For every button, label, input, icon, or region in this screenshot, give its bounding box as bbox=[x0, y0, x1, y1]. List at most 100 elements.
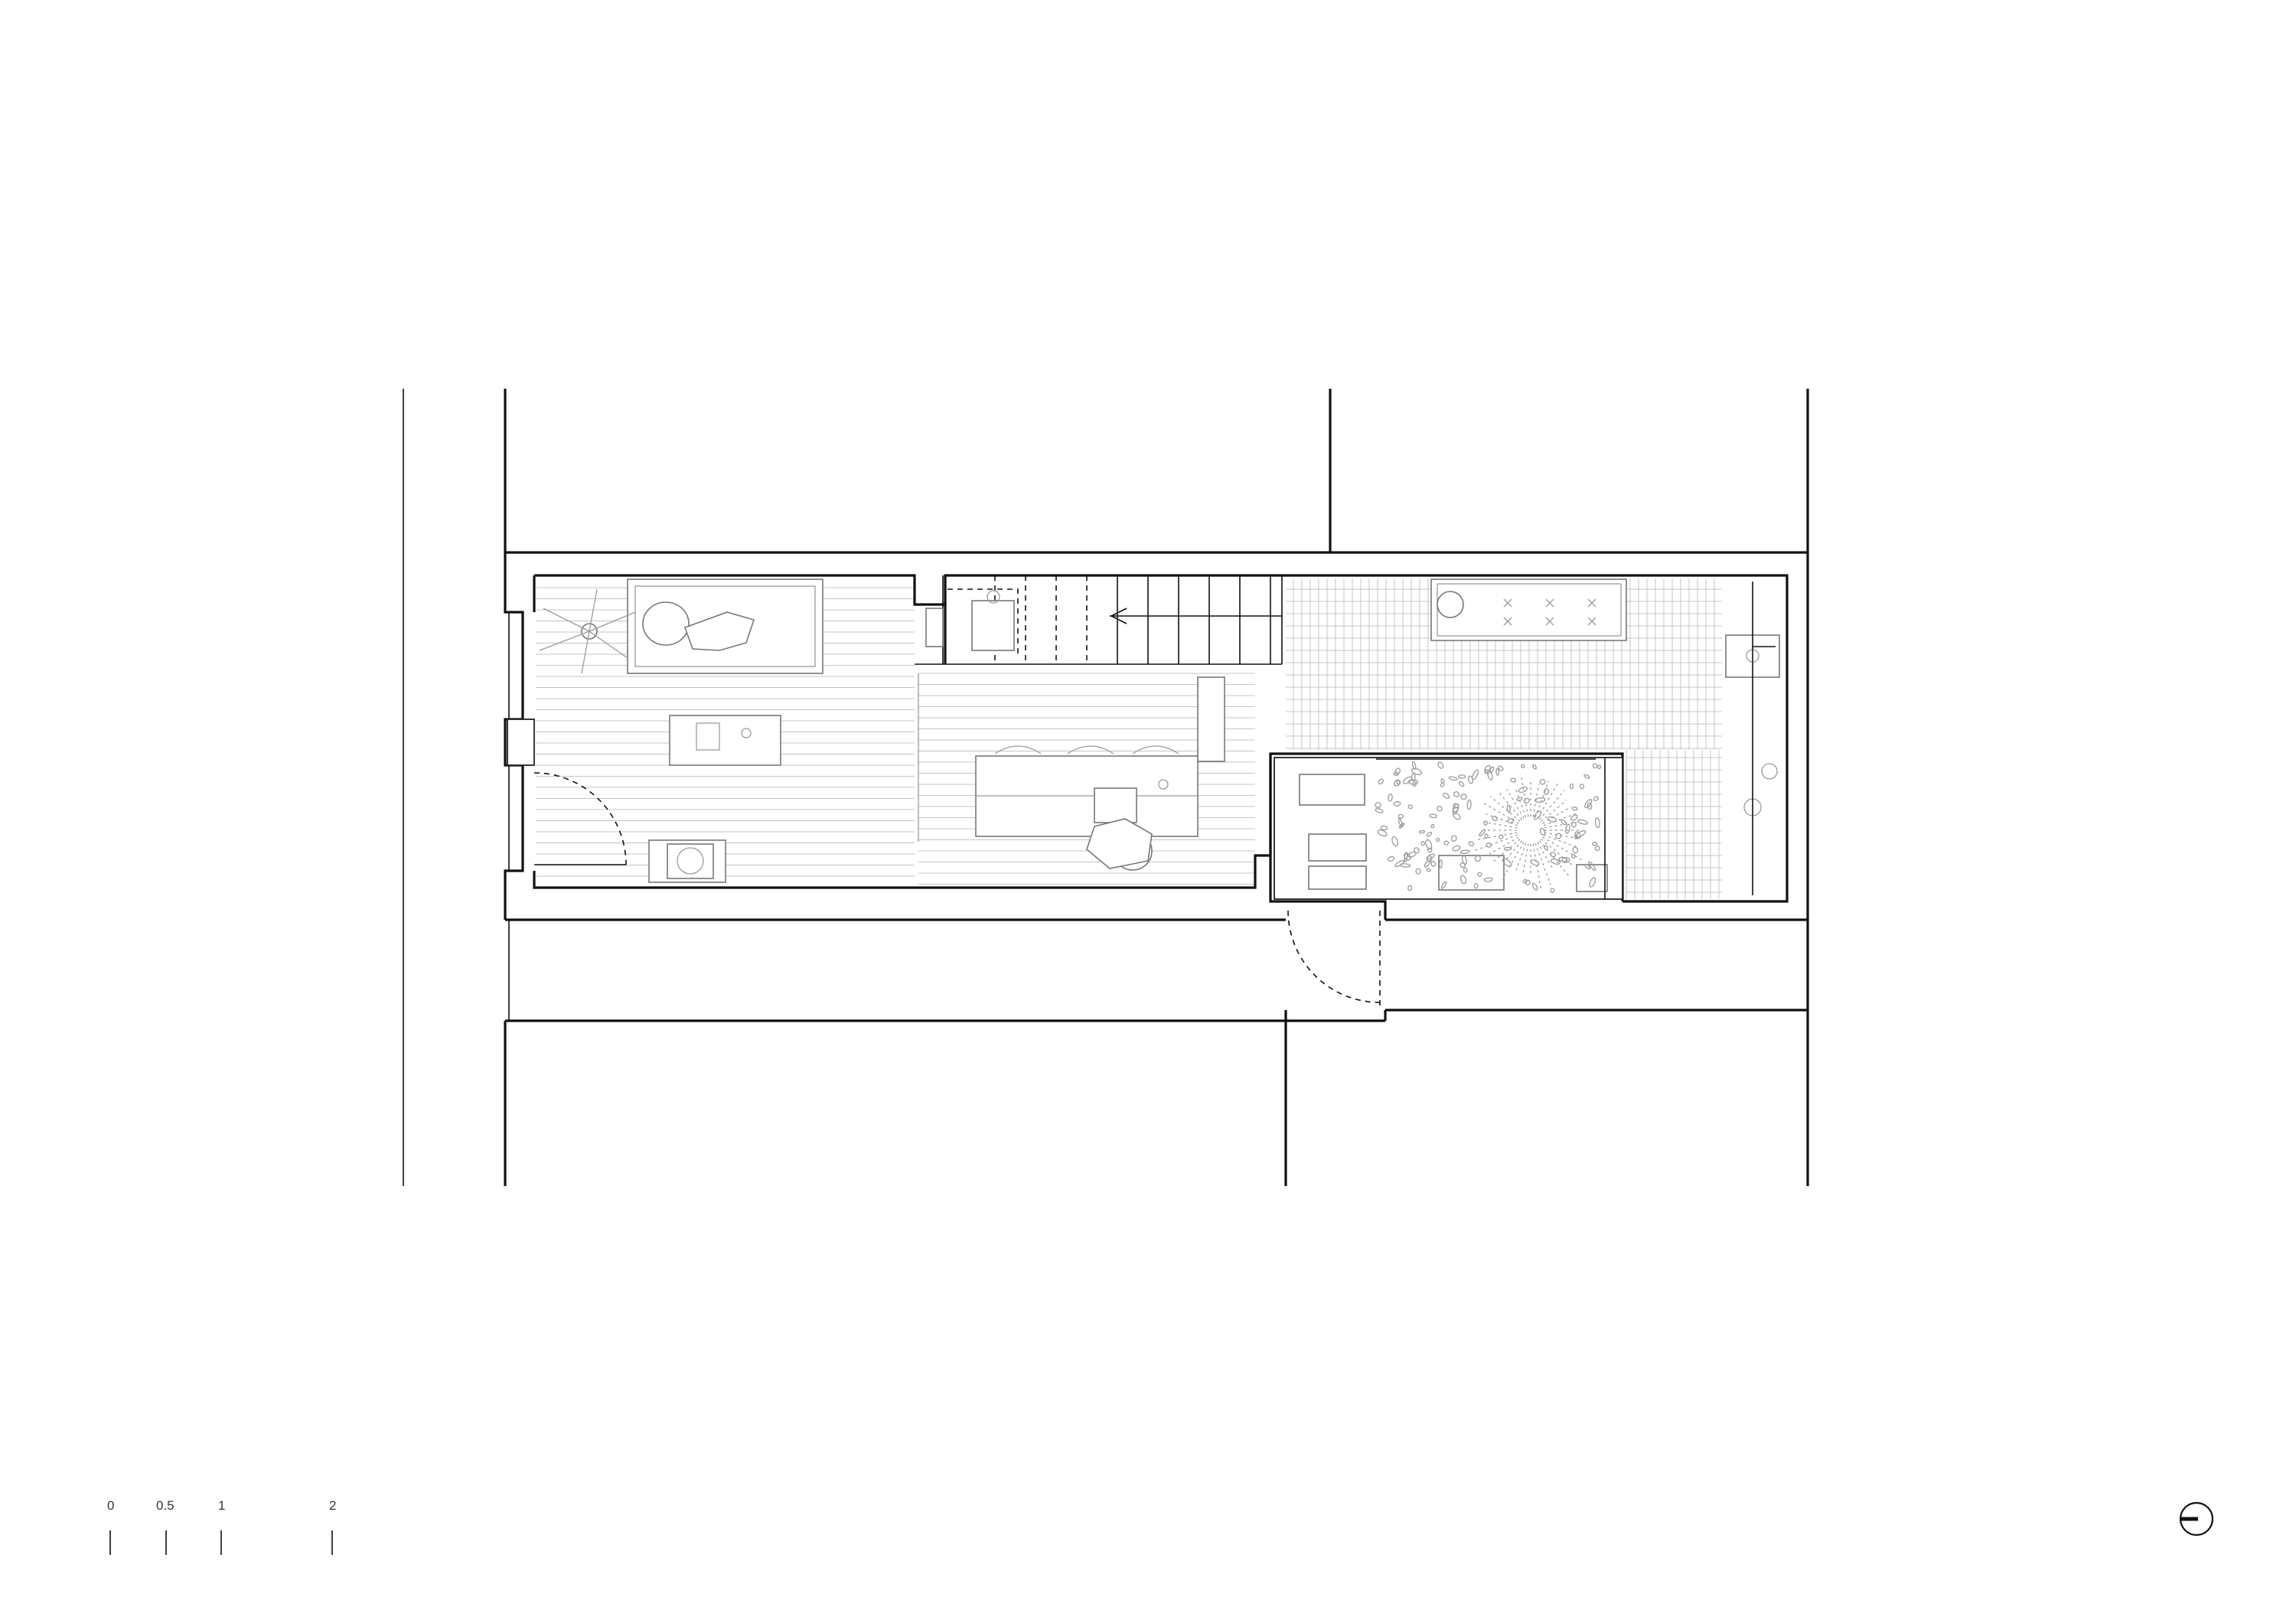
planting-mark bbox=[1467, 775, 1474, 784]
planting-mark bbox=[1375, 808, 1384, 813]
planting-mark bbox=[1584, 863, 1591, 869]
tree-canopy-stroke bbox=[1473, 834, 1518, 852]
planting-mark bbox=[1561, 856, 1570, 863]
planting-mark bbox=[1414, 847, 1420, 854]
furniture bbox=[539, 578, 1780, 900]
planting-mark bbox=[1424, 859, 1431, 868]
planting-mark bbox=[1498, 765, 1504, 771]
planting-mark bbox=[1506, 804, 1511, 813]
planting-mark bbox=[1429, 813, 1437, 819]
planting-mark bbox=[1425, 839, 1433, 850]
planting-mark bbox=[1570, 821, 1577, 828]
planting-mark bbox=[1457, 774, 1466, 779]
planting-mark bbox=[1377, 829, 1388, 837]
scale-label-1: 1 bbox=[218, 1498, 225, 1513]
planting-mark bbox=[1583, 774, 1590, 779]
burner-icon bbox=[1503, 617, 1512, 626]
planting-mark bbox=[1397, 817, 1403, 827]
planting-mark bbox=[1459, 862, 1466, 869]
planting-mark bbox=[1518, 786, 1528, 794]
planting-mark bbox=[1474, 855, 1482, 862]
site-boundary-lines bbox=[403, 389, 1809, 1186]
planting-mark bbox=[1591, 842, 1598, 846]
planting-mark bbox=[1593, 796, 1599, 802]
planting-mark bbox=[1534, 797, 1546, 803]
planting-mark bbox=[1427, 847, 1433, 853]
planting-mark bbox=[1388, 794, 1393, 802]
planting-mark bbox=[1448, 776, 1458, 781]
planting-mark bbox=[1411, 761, 1417, 770]
planting-mark bbox=[1479, 829, 1486, 837]
planting-mark bbox=[1404, 852, 1411, 861]
planting-mark bbox=[1440, 782, 1445, 787]
planting-mark bbox=[1596, 764, 1602, 770]
planting-mark bbox=[1569, 783, 1574, 790]
building-walls bbox=[504, 552, 1809, 920]
tree-canopy-stroke bbox=[1534, 842, 1551, 885]
planting-mark bbox=[1407, 804, 1413, 810]
planting-mark bbox=[1502, 858, 1512, 867]
planting-mark bbox=[1407, 779, 1419, 785]
tree-canopy-stroke bbox=[1497, 790, 1522, 820]
planting-mark bbox=[1588, 861, 1596, 871]
tree-canopy-stroke bbox=[1489, 836, 1519, 855]
planting-mark bbox=[1427, 853, 1435, 860]
planting-mark bbox=[1391, 836, 1399, 847]
tree-canopy-stroke bbox=[1537, 782, 1559, 819]
planting-mark bbox=[1463, 867, 1468, 873]
planting-mark bbox=[1533, 810, 1542, 820]
planting-mark bbox=[1393, 800, 1401, 807]
floor-pattern-tiles bbox=[1286, 578, 1722, 899]
planting-mark bbox=[1571, 807, 1578, 811]
planting-mark bbox=[1577, 819, 1588, 825]
tree-canopy-stroke bbox=[1489, 796, 1521, 822]
planting-mark bbox=[1407, 885, 1413, 891]
planting-mark bbox=[1473, 883, 1479, 889]
scale-bar: 0 0.5 1 2 bbox=[107, 1498, 336, 1555]
planting-mark bbox=[1489, 766, 1495, 774]
courtyard-planting bbox=[1375, 761, 1602, 893]
tree-canopy-stroke bbox=[1506, 788, 1525, 819]
tree-canopy-stroke bbox=[1520, 774, 1529, 817]
scale-label-0-5: 0.5 bbox=[156, 1498, 174, 1513]
planting-mark bbox=[1594, 817, 1600, 829]
planting-mark bbox=[1394, 859, 1405, 868]
planting-mark bbox=[1420, 841, 1425, 846]
planting-mark bbox=[1443, 840, 1450, 846]
scale-label-2: 2 bbox=[329, 1498, 336, 1513]
tree-canopy-stroke bbox=[1543, 813, 1577, 826]
planting-mark bbox=[1387, 855, 1395, 862]
planting-mark bbox=[1525, 879, 1531, 885]
planting-mark bbox=[1579, 784, 1585, 790]
tree-canopy-stroke bbox=[1491, 839, 1521, 864]
tree-canopy-stroke bbox=[1532, 843, 1542, 891]
staircase bbox=[944, 575, 1282, 664]
planting-mark bbox=[1532, 764, 1537, 770]
tree-canopy-stroke bbox=[1544, 832, 1580, 839]
planting-mark bbox=[1439, 859, 1443, 869]
planting-mark bbox=[1452, 845, 1461, 852]
planting-mark bbox=[1453, 791, 1460, 797]
tree-canopy-stroke bbox=[1539, 840, 1570, 877]
tree-canopy-stroke bbox=[1542, 806, 1572, 824]
planting-mark bbox=[1411, 768, 1423, 775]
planting-mark bbox=[1477, 872, 1482, 877]
burner-icon bbox=[1545, 598, 1554, 608]
planting-mark bbox=[1531, 882, 1538, 891]
planting-mark bbox=[1435, 837, 1440, 842]
planting-mark bbox=[1411, 773, 1416, 782]
planting-mark bbox=[1394, 768, 1401, 775]
planting-mark bbox=[1523, 797, 1530, 803]
planting-mark bbox=[1466, 799, 1472, 810]
planting-mark bbox=[1426, 831, 1433, 837]
burner-icon bbox=[1587, 617, 1596, 626]
planting-mark bbox=[1375, 802, 1381, 808]
floor-pattern-kitchen bbox=[918, 673, 1255, 885]
planting-mark bbox=[1574, 834, 1578, 839]
scale-label-0: 0 bbox=[107, 1498, 114, 1513]
tree-canopy-stroke bbox=[1541, 839, 1574, 867]
planting-mark bbox=[1584, 799, 1593, 809]
planting-mark bbox=[1459, 875, 1467, 885]
cooktop-burners bbox=[1503, 598, 1596, 626]
planting-mark bbox=[1443, 792, 1450, 800]
